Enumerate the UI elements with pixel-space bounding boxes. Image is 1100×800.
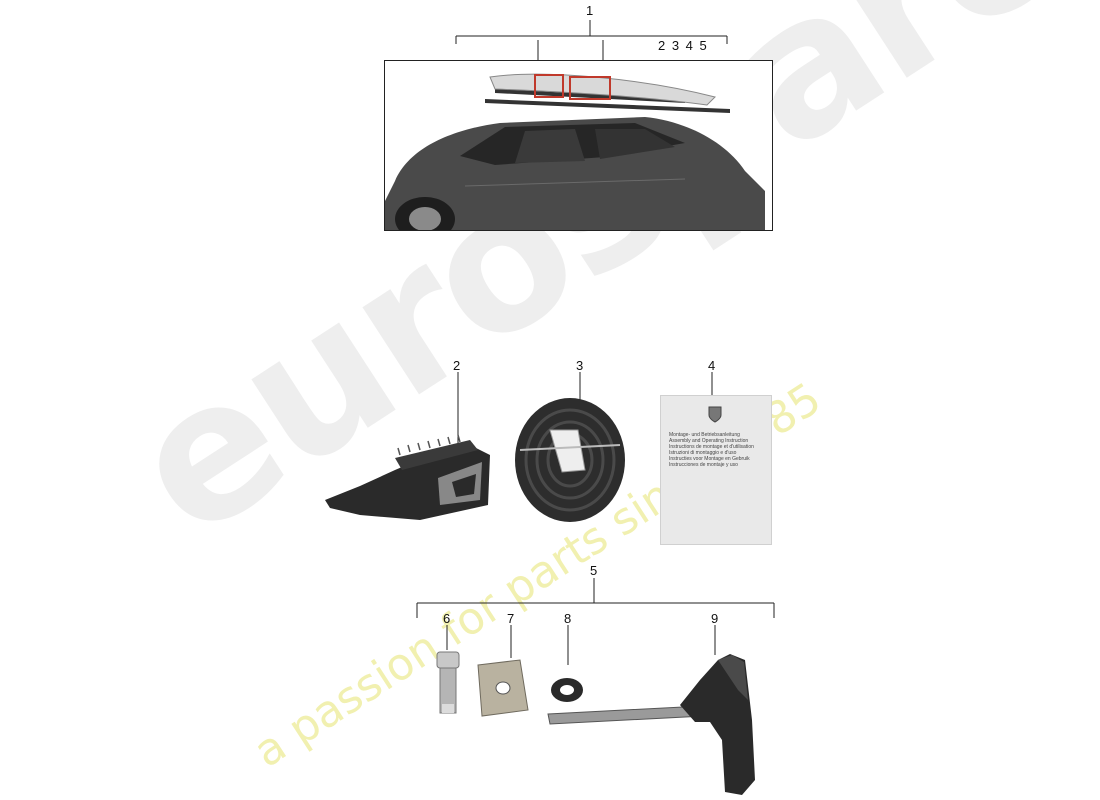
manual-line: Instrucciones de montaje y uso bbox=[669, 462, 738, 468]
strap-roll bbox=[515, 398, 625, 522]
callout-washer: 8 bbox=[564, 611, 572, 626]
manual-line: Montage- und Betriebsanleitung bbox=[669, 432, 740, 438]
t-handle-tool bbox=[547, 654, 755, 795]
manual-line: Istruzioni di montaggio e d'uso bbox=[669, 450, 737, 456]
callout-clamp: 2 bbox=[453, 358, 461, 373]
roof-clamp bbox=[325, 434, 490, 520]
square-plate bbox=[477, 659, 529, 717]
washer bbox=[551, 678, 583, 702]
crest-logo-icon bbox=[708, 406, 722, 423]
instruction-manual: Montage- und Betriebsanleitung Assembly … bbox=[660, 395, 772, 545]
manual-line: Assembly and Operating Instruction bbox=[669, 438, 749, 444]
callout-manual: 4 bbox=[708, 358, 716, 373]
vehicle-roof-rack-photo bbox=[384, 60, 773, 231]
callout-bolt: 6 bbox=[443, 611, 451, 626]
callout-assembly: 1 bbox=[586, 3, 594, 18]
callout-t-handle: 9 bbox=[711, 611, 719, 626]
callout-plate: 7 bbox=[507, 611, 515, 626]
manual-line: Instructies voor Montage en Gebruik bbox=[669, 456, 750, 462]
car-illustration bbox=[385, 61, 772, 230]
manual-line: Instructions de montage et d'utilisation bbox=[669, 444, 754, 450]
callout-assembly-parts: 2 3 4 5 bbox=[658, 38, 707, 53]
bolt bbox=[436, 651, 460, 714]
callout-strap: 3 bbox=[576, 358, 584, 373]
callout-kit: 5 bbox=[590, 563, 598, 578]
